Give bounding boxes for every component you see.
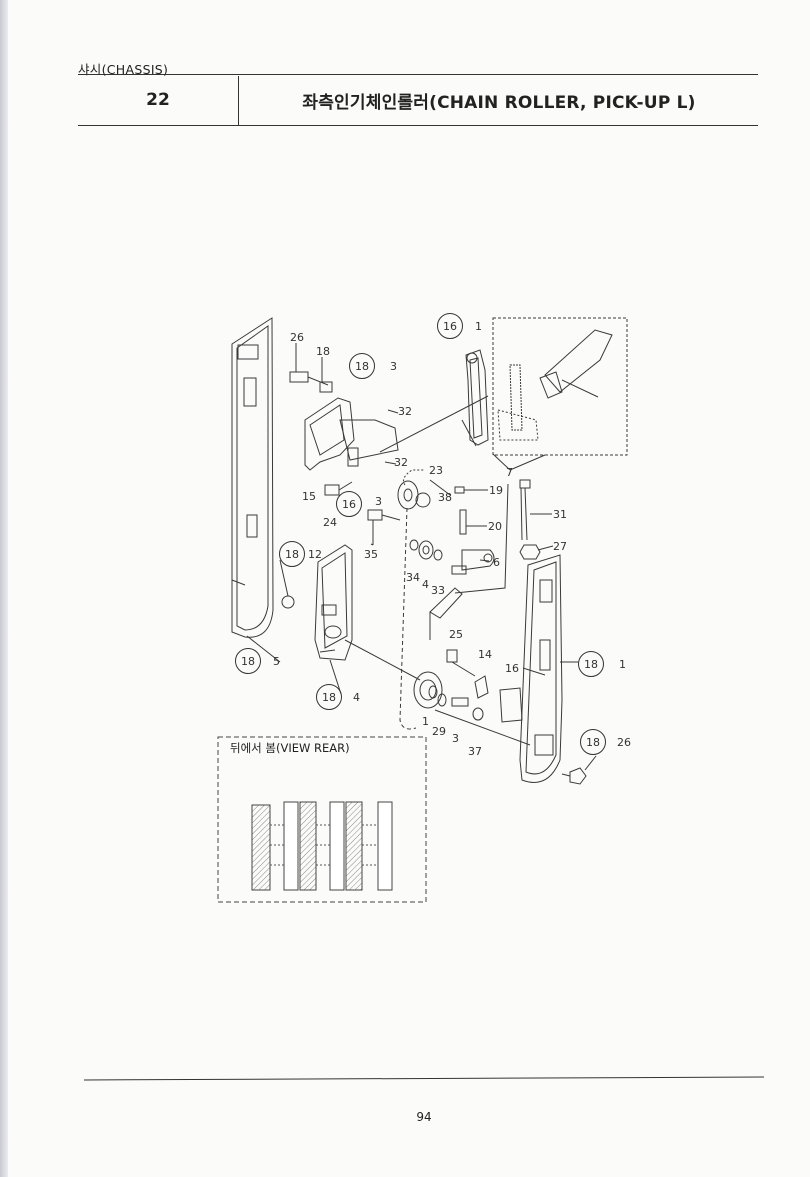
- callout-18-12-num: 18: [285, 548, 299, 561]
- callout-16-1-num: 16: [443, 320, 457, 333]
- part-26a: 26: [290, 331, 304, 344]
- part-7: 7: [506, 466, 513, 479]
- part-23: 23: [429, 464, 443, 477]
- callout-16-3-num: 16: [342, 498, 356, 511]
- view-rear-label: 뒤에서 봄(VIEW REAR): [230, 741, 350, 755]
- view-rear-plates: [251, 801, 393, 891]
- part-34: 34: [406, 571, 420, 584]
- part-31: 31: [553, 508, 567, 521]
- part-33: 33: [431, 584, 445, 597]
- part-18a: 18: [316, 345, 330, 358]
- callout-16-1-suffix: 1: [475, 320, 482, 333]
- callout-18-1-num: 18: [584, 658, 598, 671]
- page-number: 22: [146, 90, 170, 110]
- part-37: 37: [468, 745, 482, 758]
- part-4: 4: [422, 578, 429, 591]
- part-1: 1: [422, 715, 429, 728]
- callout-18-5-suffix: 5: [273, 655, 280, 668]
- part-19: 19: [489, 484, 503, 497]
- callout-18-3-suffix: 3: [390, 360, 397, 373]
- part-24: 24: [323, 516, 337, 529]
- part-32a: 32: [398, 405, 412, 418]
- footer-page-number: 94: [416, 1110, 432, 1124]
- header-top-rule: [78, 74, 758, 75]
- view-rear-inset: [217, 736, 427, 903]
- callout-18-1-suffix: 1: [619, 658, 626, 671]
- part-27: 27: [553, 540, 567, 553]
- part-25: 25: [449, 628, 463, 641]
- page-title: 좌측인기체인롤러(CHAIN ROLLER, PICK-UP L): [302, 92, 696, 113]
- callout-18-26-suffix: 26: [617, 736, 631, 749]
- footer-rule: [83, 1076, 765, 1081]
- part-3: 3: [452, 732, 459, 745]
- header-divider: [238, 76, 239, 125]
- callout-18-4-suffix: 4: [353, 691, 360, 704]
- callout-18-3-num: 18: [355, 360, 369, 373]
- part-32b: 32: [394, 456, 408, 469]
- callout-18-12-suffix: 12: [308, 548, 322, 561]
- callout-18-4-num: 18: [322, 691, 336, 704]
- part-38: 38: [438, 491, 452, 504]
- part-20: 20: [488, 520, 502, 533]
- part-15: 15: [302, 490, 316, 503]
- part-6: 6: [493, 556, 500, 569]
- scan-edge: [0, 0, 8, 1177]
- part-16: 16: [505, 662, 519, 675]
- section-label: 샤시(CHASSIS): [78, 62, 169, 77]
- callout-18-5-num: 18: [241, 655, 255, 668]
- part-14: 14: [478, 648, 492, 661]
- part-35: 35: [364, 548, 378, 561]
- callout-18-26-num: 18: [586, 736, 600, 749]
- callout-16-3-suffix: 3: [375, 495, 382, 508]
- header-bottom-rule: [78, 125, 758, 126]
- part-29: 29: [432, 725, 446, 738]
